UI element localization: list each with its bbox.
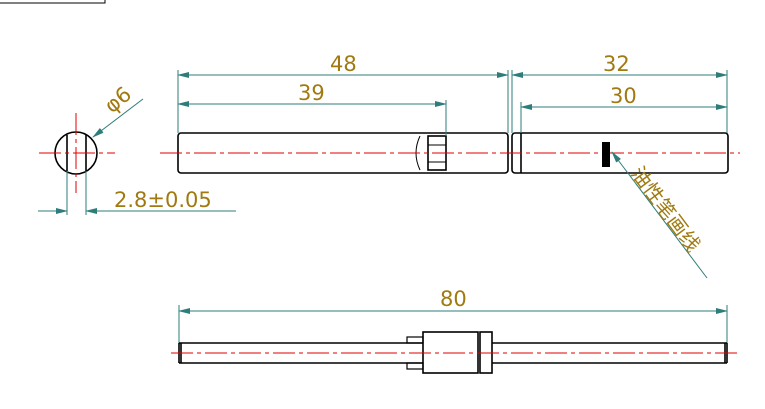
top-view: 48 39 32 30: [160, 52, 740, 279]
dimension-48: 48: [330, 52, 357, 76]
pen-mark: [602, 142, 610, 167]
bottom-view: 80: [171, 287, 740, 374]
diameter-label: φ6: [100, 82, 136, 118]
dimension-30: 30: [610, 84, 637, 108]
dimension-32: 32: [603, 52, 630, 76]
dimension-80: 80: [440, 287, 467, 311]
dimension-39: 39: [298, 81, 325, 105]
flat-dimension-label: 2.8±0.05: [114, 188, 212, 212]
title-box-corner: [0, 0, 106, 4]
